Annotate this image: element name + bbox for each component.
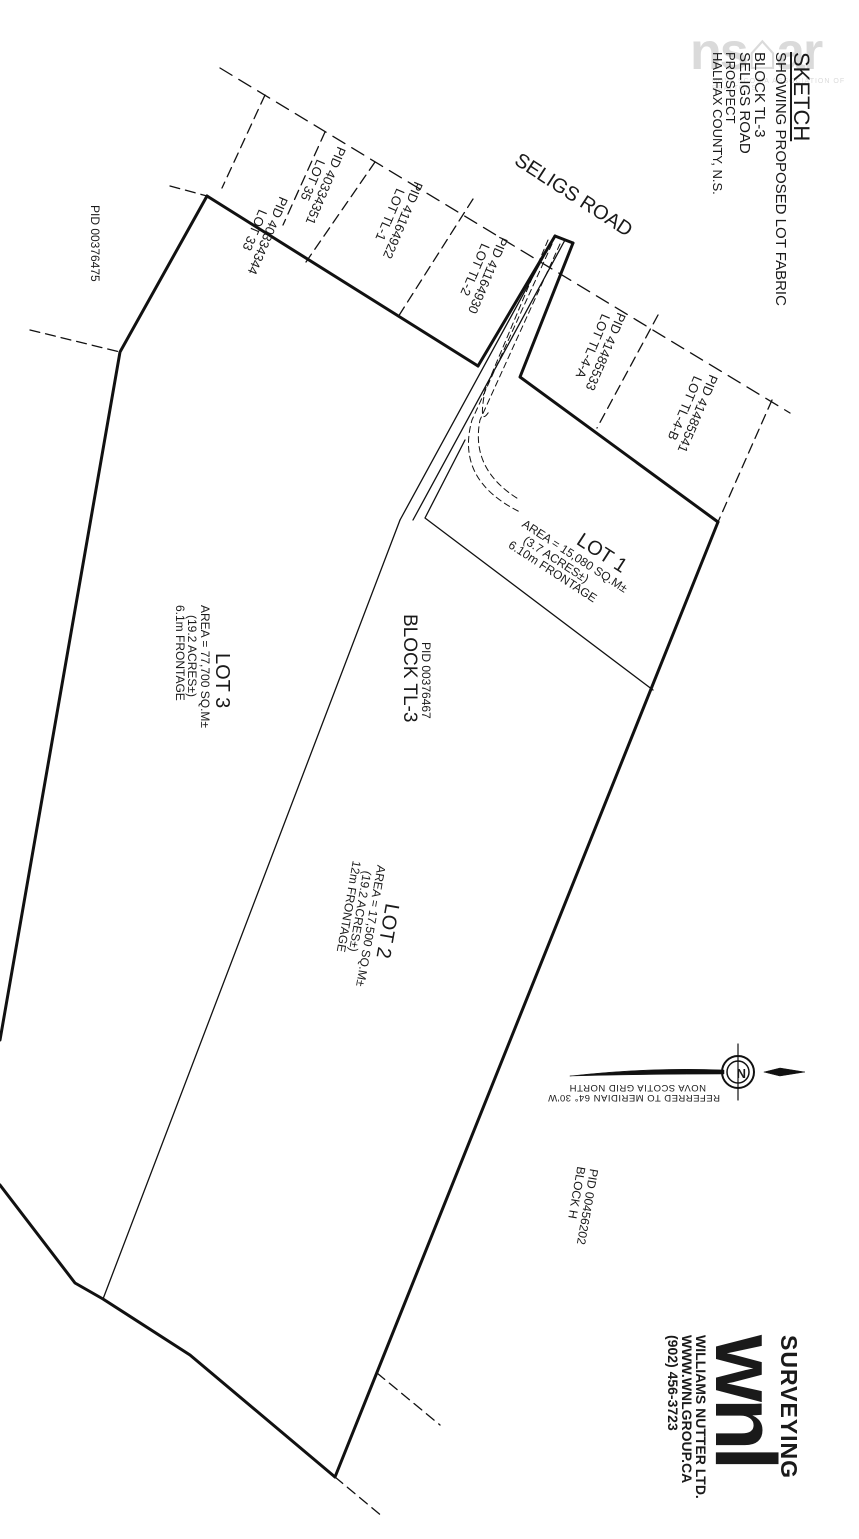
- road-edge-dashed: [219, 67, 791, 414]
- title-line: SHOWING PROPOSED LOT FABRIC: [772, 52, 789, 306]
- company-website: WWW.WNLGROUP.CA: [679, 1335, 696, 1484]
- title-heading: SKETCH: [789, 52, 814, 142]
- lot-3-label: LOT 3 AREA = 77,700 SQ.M± (19.2 ACRES±) …: [172, 605, 233, 728]
- title-line: SELIGS ROAD: [736, 52, 753, 154]
- block-pid: PID 00376467: [419, 642, 433, 719]
- north-arrow-label: REFERRED TO MERIDIAN 64° 30'W NOVA SCOTI…: [547, 1082, 720, 1103]
- title-line: BLOCK TL-3: [751, 52, 768, 138]
- block-tl3-label: PID 00376467 BLOCK TL-3: [399, 614, 433, 722]
- title-line: PROSPECT: [723, 52, 738, 124]
- north-arrow-symbol: N: [736, 1066, 746, 1081]
- company-phone: (902) 456-3723: [665, 1335, 682, 1431]
- north-arrow-graphic: [569, 1043, 806, 1101]
- watermark-subtext: NOVA SCOTIA ASSOCIATION OF REALTORS: [712, 78, 846, 92]
- company-name: WILLIAMS NUTTER LTD.: [693, 1335, 710, 1499]
- title-block: SKETCH SHOWING PROPOSED LOT FABRIC BLOCK…: [710, 52, 814, 306]
- adjacent-pid-00376475: PID 00376475: [88, 205, 102, 282]
- company-logo: wnl: [697, 1335, 793, 1467]
- block-name: BLOCK TL-3: [399, 614, 421, 723]
- company-block: SURVEYING wnl WILLIAMS NUTTER LTD. WWW.W…: [665, 1335, 802, 1499]
- title-line: HALIFAX COUNTY, N.S.: [710, 52, 725, 195]
- watermark-logo: ns⌂ar: [690, 23, 823, 81]
- lot-title: LOT 3: [211, 653, 233, 709]
